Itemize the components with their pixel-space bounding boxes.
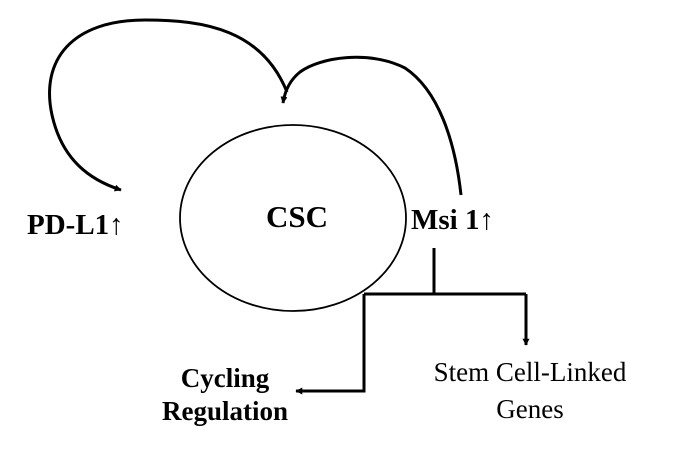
csc-ellipse — [179, 124, 407, 312]
msi1-label: Msi 1↑ — [411, 204, 494, 236]
csc-label: CSC — [266, 199, 328, 234]
pd-l1-label: PD-L1↑ — [27, 209, 124, 241]
csc-to-pd-l1-arrow — [48, 18, 289, 192]
cycling-label-line1: Cycling — [181, 363, 270, 393]
branch-to-cycling-arrow — [295, 294, 366, 395]
msi1-to-csc-arrow — [280, 55, 463, 196]
stem-genes-label-line1: Stem Cell-Linked — [434, 357, 627, 387]
stem-genes-label-line2: Genes — [496, 394, 563, 424]
cycling-label-line2: Regulation — [162, 396, 288, 426]
